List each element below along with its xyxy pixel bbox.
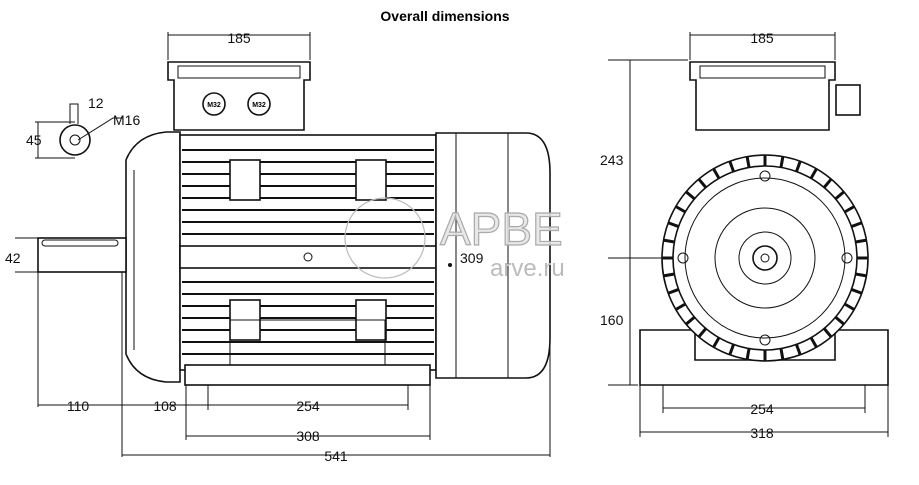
dim-side-foot-holes: 254 bbox=[296, 398, 320, 414]
radial-rib bbox=[697, 327, 708, 338]
dim-front-terminal-box: 185 bbox=[750, 30, 774, 46]
radial-rib bbox=[779, 156, 785, 168]
front-view-motor bbox=[639, 61, 889, 386]
watermark: АРВЕ arve.ru bbox=[344, 197, 565, 282]
dim-fan-cover: 309 bbox=[460, 250, 484, 266]
radial-rib bbox=[685, 190, 696, 201]
radial-rib bbox=[728, 343, 735, 356]
radial-rib bbox=[834, 315, 845, 326]
radial-rib bbox=[834, 190, 845, 201]
radial-rib bbox=[843, 302, 855, 311]
gland-label: M32 bbox=[252, 102, 266, 109]
radial-rib bbox=[779, 348, 785, 360]
radial-rib bbox=[795, 160, 802, 173]
watermark-site: arve.ru bbox=[490, 255, 565, 282]
dimension-lines bbox=[15, 32, 889, 457]
radial-rib bbox=[685, 315, 696, 326]
radial-rib bbox=[795, 343, 802, 356]
radial-rib bbox=[663, 238, 675, 244]
dim-overall-length: 541 bbox=[324, 448, 348, 464]
radial-rib bbox=[667, 288, 680, 295]
radial-rib bbox=[822, 178, 833, 189]
dim-shaft-end-height: 45 bbox=[26, 132, 42, 148]
dim-axis-height: 160 bbox=[600, 312, 624, 328]
radial-rib bbox=[728, 160, 735, 173]
radial-rib bbox=[697, 178, 708, 189]
dim-shaft-to-foot: 108 bbox=[153, 398, 177, 414]
radial-rib bbox=[822, 327, 833, 338]
radial-rib bbox=[663, 272, 675, 278]
radial-rib bbox=[712, 336, 721, 348]
radial-rib bbox=[675, 205, 687, 214]
radial-rib bbox=[809, 336, 818, 348]
watermark-brand: АРВЕ bbox=[440, 203, 563, 255]
radial-rib bbox=[855, 238, 867, 244]
dim-shaft-length: 110 bbox=[67, 398, 90, 414]
dim-height-above-axis: 243 bbox=[600, 152, 624, 168]
dim-thread: M16 bbox=[113, 112, 140, 128]
gland-label: M32 bbox=[207, 102, 221, 109]
radial-rib bbox=[843, 205, 855, 214]
dim-front-foot-holes: 254 bbox=[750, 401, 774, 417]
radial-rib bbox=[809, 168, 818, 180]
radial-rib bbox=[712, 168, 721, 180]
radial-rib bbox=[667, 221, 680, 228]
radial-rib bbox=[745, 156, 751, 168]
radial-rib bbox=[855, 272, 867, 278]
radial-rib bbox=[850, 221, 863, 228]
shaft-end-detail bbox=[35, 103, 123, 159]
radial-rib bbox=[745, 348, 751, 360]
side-view-motor: M32 M32 bbox=[37, 61, 551, 386]
dim-side-terminal-box: 185 bbox=[227, 30, 251, 46]
drawing-title: Overall dimensions bbox=[380, 8, 509, 24]
dim-foot-width: 318 bbox=[750, 425, 774, 441]
dim-shaft-diameter: 42 bbox=[5, 250, 21, 266]
radial-rib bbox=[850, 288, 863, 295]
dim-foot-length: 308 bbox=[296, 428, 320, 444]
radial-rib bbox=[675, 302, 687, 311]
dim-key-width: 12 bbox=[88, 95, 104, 111]
